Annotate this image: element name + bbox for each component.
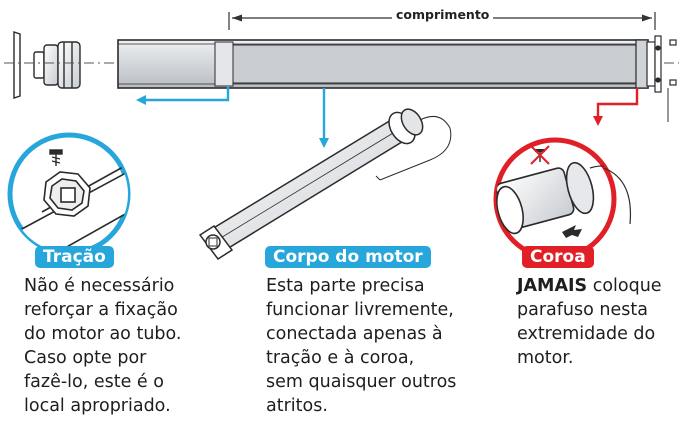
coroa-line: extremidade do	[517, 324, 656, 344]
tracao-line: local apropriado.	[24, 396, 171, 416]
corpo-line: atritos.	[266, 396, 328, 416]
coroa-line: motor.	[517, 348, 574, 368]
coroa-line-rest: coloque	[587, 276, 662, 296]
pointer-arrows	[136, 86, 639, 148]
corpo-line: sem quaisquer outros	[266, 372, 457, 392]
tubular-motor	[198, 108, 452, 261]
tracao-line: Não é necessário	[24, 276, 175, 296]
corpo-line: tração e à coroa,	[266, 348, 415, 368]
coroa-cable	[603, 167, 632, 225]
coroa-detail-circle	[493, 137, 617, 261]
tracao-label: Tração	[35, 246, 114, 268]
tracao-line: do motor ao tubo.	[24, 324, 182, 344]
corpo-line: funcionar livremente,	[266, 300, 454, 320]
right-bracket	[646, 35, 677, 122]
left-end-cap	[13, 31, 81, 99]
roller-tube	[117, 39, 649, 89]
coroa-line: JAMAIS coloque	[517, 274, 681, 298]
forbidden-screw-icon	[530, 145, 550, 165]
corpo-line: conectada apenas à	[266, 324, 443, 344]
rotation-arrow-icon	[562, 225, 582, 238]
tracao-line: Caso opte por	[24, 348, 147, 368]
tracao-line: fazê-lo, este é o	[24, 372, 164, 392]
tracao-line: reforçar a fixação	[24, 300, 178, 320]
coroa-line: parafuso nesta	[517, 300, 648, 320]
corpo-description: Esta parte precisa funcionar livremente,…	[266, 274, 456, 418]
tracao-description: Não é necessário reforçar a fixação do m…	[24, 274, 181, 418]
coroa-label: Coroa	[522, 246, 594, 268]
coroa-description: JAMAIS coloque parafuso nesta extremidad…	[517, 274, 681, 370]
tracao-detail-circle	[7, 132, 131, 256]
corpo-label: Corpo do motor	[265, 246, 431, 268]
coroa-emphasis: JAMAIS	[517, 276, 588, 296]
corpo-line: Esta parte precisa	[266, 276, 425, 296]
dimension-label: comprimento	[392, 7, 494, 22]
screw-icon	[49, 149, 63, 166]
